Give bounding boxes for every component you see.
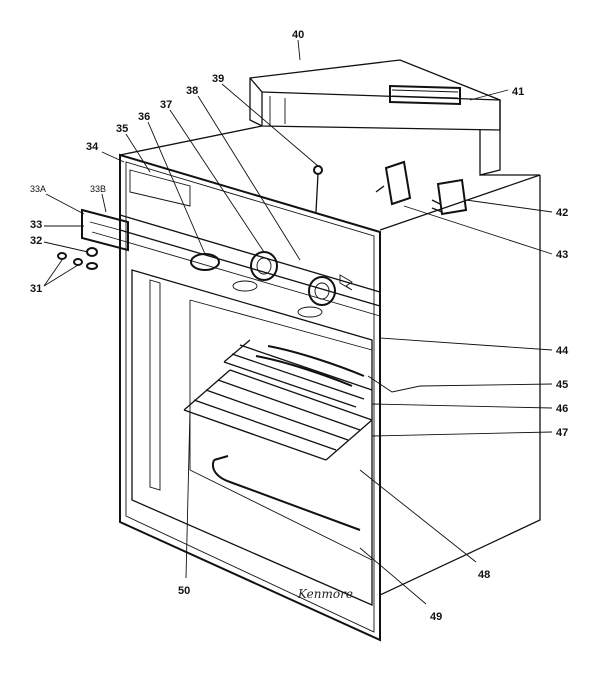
callout-47: 47 — [556, 427, 568, 439]
callout-36: 36 — [138, 111, 150, 123]
callout-42: 42 — [556, 207, 568, 219]
callout-49: 49 — [430, 611, 442, 623]
small-parts — [57, 247, 98, 270]
broil-element — [255, 345, 365, 387]
callout-43: 43 — [556, 249, 568, 261]
callout-labels: 40 41 39 38 37 36 35 34 33A 33B 33 32 31… — [30, 29, 569, 623]
vent-bracket — [389, 84, 461, 106]
brand-signature: Kenmore — [297, 587, 353, 601]
callout-48: 48 — [478, 569, 490, 581]
callout-46: 46 — [556, 403, 568, 415]
callout-38: 38 — [186, 85, 198, 97]
relay-part — [431, 178, 468, 216]
callout-33a: 33A — [30, 184, 46, 194]
callout-41: 41 — [512, 86, 524, 98]
callout-35: 35 — [116, 123, 128, 135]
bake-element — [212, 455, 361, 531]
leader-lines — [43, 39, 553, 605]
callout-37: 37 — [160, 99, 172, 111]
callout-33: 33 — [30, 219, 42, 231]
callout-32: 32 — [30, 235, 42, 247]
sensor-probe — [313, 165, 323, 213]
callout-50: 50 — [178, 585, 190, 597]
vent-duct — [249, 59, 501, 176]
callout-34: 34 — [86, 141, 99, 153]
callout-45: 45 — [556, 379, 568, 391]
callout-44: 44 — [556, 345, 569, 357]
callout-31: 31 — [30, 283, 42, 295]
switch-part — [375, 160, 412, 206]
callout-40: 40 — [292, 29, 304, 41]
oven-racks — [183, 339, 373, 461]
clock-module — [81, 208, 129, 252]
oven-cabinet — [119, 125, 541, 642]
callout-33b: 33B — [90, 184, 106, 194]
callout-39: 39 — [212, 73, 224, 85]
